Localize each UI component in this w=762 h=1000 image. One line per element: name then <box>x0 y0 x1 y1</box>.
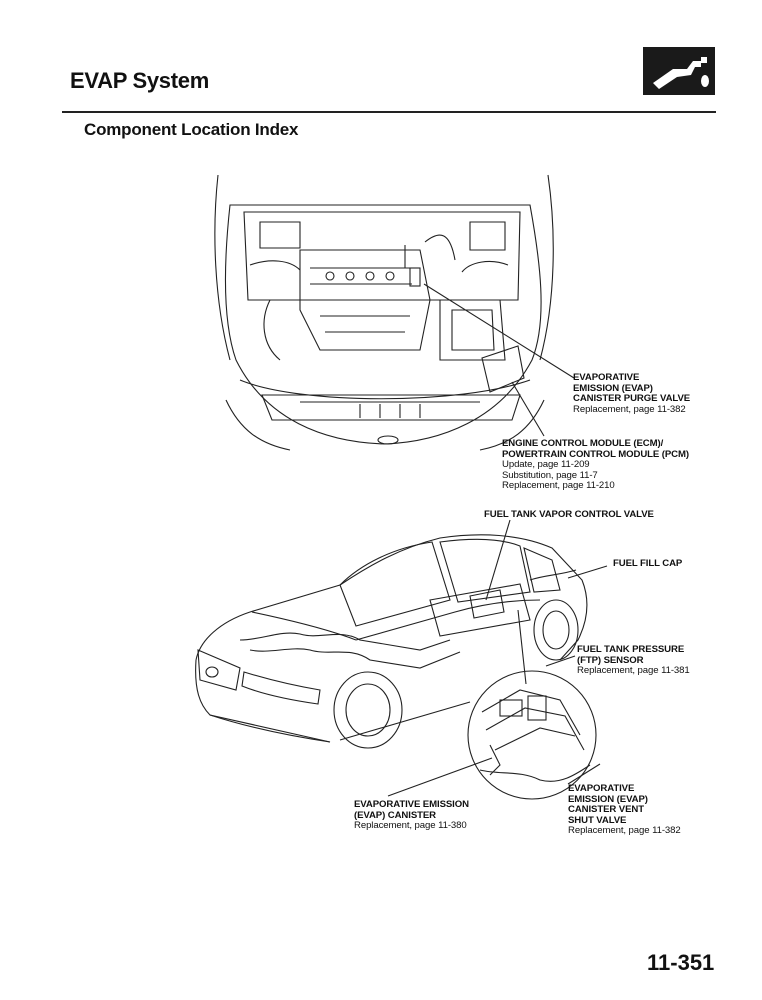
inset-detail-illustration <box>467 670 601 800</box>
fuel-nozzle-icon <box>643 47 715 95</box>
callout-ftp-sensor: FUEL TANK PRESSURE (FTP) SENSOR Replacem… <box>577 644 690 677</box>
callout-purge-valve: EVAPORATIVE EMISSION (EVAP) CANISTER PUR… <box>573 372 691 415</box>
callout-vapor-control-valve: FUEL TANK VAPOR CONTROL VALVE <box>484 509 654 520</box>
callout-evap-canister: EVAPORATIVE EMISSION (EVAP) CANISTER Rep… <box>354 799 469 832</box>
page-title: EVAP System <box>70 68 209 93</box>
callout-vent-shut-valve: EVAPORATIVE EMISSION (EVAP) CANISTER VEN… <box>568 783 681 837</box>
page-number: 11-351 <box>647 950 715 975</box>
callout-fuel-fill-cap: FUEL FILL CAP <box>613 558 683 569</box>
section-title: Component Location Index <box>84 120 299 139</box>
car-illustration <box>195 519 608 797</box>
title-rule <box>62 111 716 113</box>
callout-ecm-pcm: ENGINE CONTROL MODULE (ECM)/ POWERTRAIN … <box>502 438 689 492</box>
engine-bay-illustration <box>214 174 575 451</box>
